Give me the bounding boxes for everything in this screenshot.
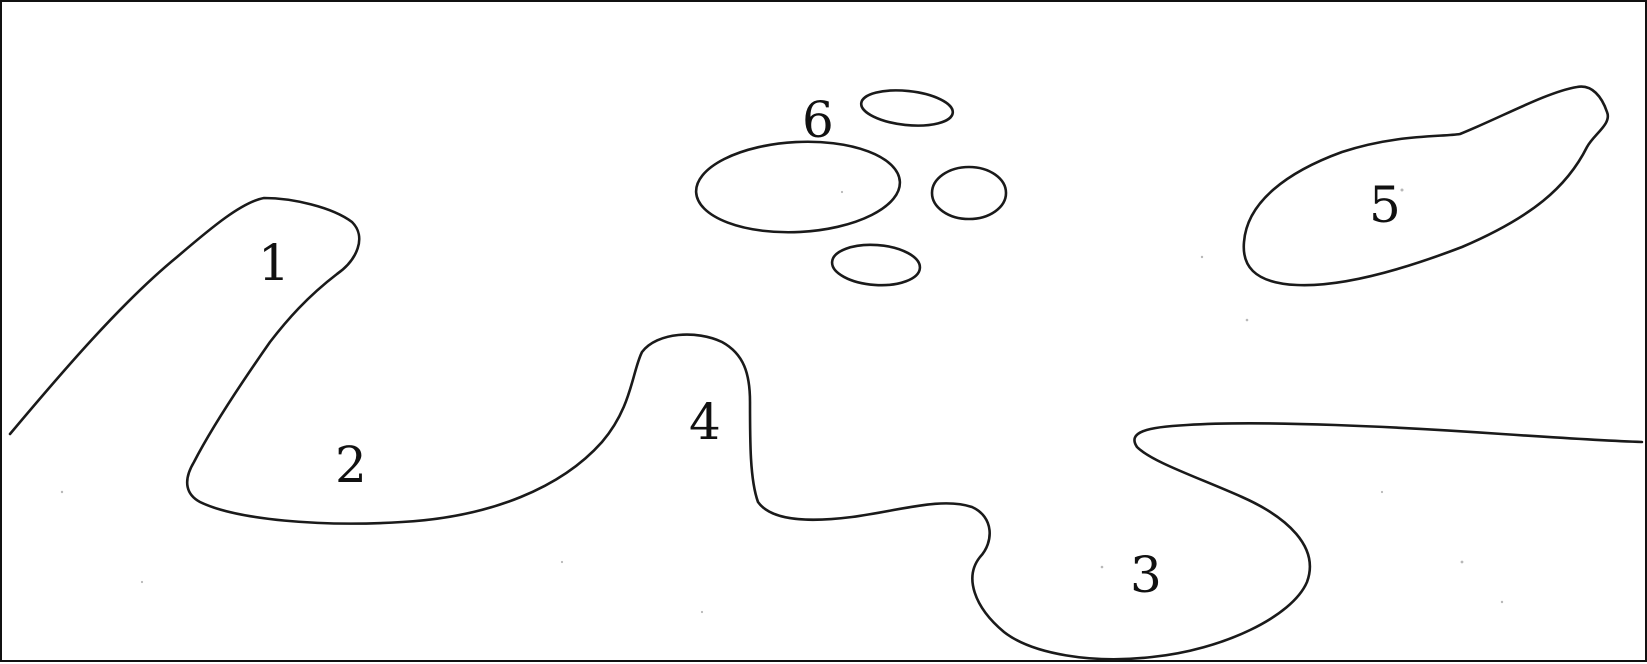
mainland-coastline <box>10 198 1642 659</box>
island-5 <box>1244 87 1608 286</box>
label-region-1: 1 <box>258 234 290 292</box>
label-region-4: 4 <box>689 393 721 451</box>
label-region-6: 6 <box>802 91 834 149</box>
label-region-5: 5 <box>1369 176 1401 234</box>
island-group-6 <box>694 86 1006 288</box>
island-6-top <box>859 86 954 129</box>
island-6-large <box>694 137 902 238</box>
island-6-right <box>932 167 1006 219</box>
island-6-bottom <box>831 242 922 288</box>
label-region-2: 2 <box>335 436 367 494</box>
label-region-3: 3 <box>1130 546 1162 604</box>
